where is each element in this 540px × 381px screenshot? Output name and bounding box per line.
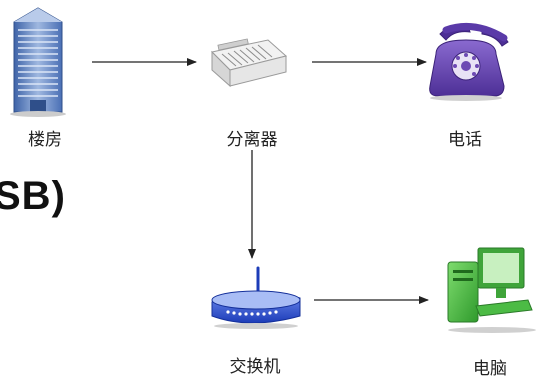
label-computer: 电脑 <box>473 359 507 379</box>
partial-heading-text: SB) <box>0 174 66 218</box>
label-building: 楼房 <box>28 130 62 150</box>
computer-icon <box>447 247 536 333</box>
label-telephone: 电话 <box>448 130 482 150</box>
label-splitter: 分离器 <box>226 130 278 150</box>
building-icon <box>10 7 66 117</box>
router-icon <box>211 266 301 329</box>
label-switch: 交换机 <box>229 357 281 377</box>
telephone-icon <box>429 22 509 101</box>
splitter-icon <box>210 38 288 88</box>
